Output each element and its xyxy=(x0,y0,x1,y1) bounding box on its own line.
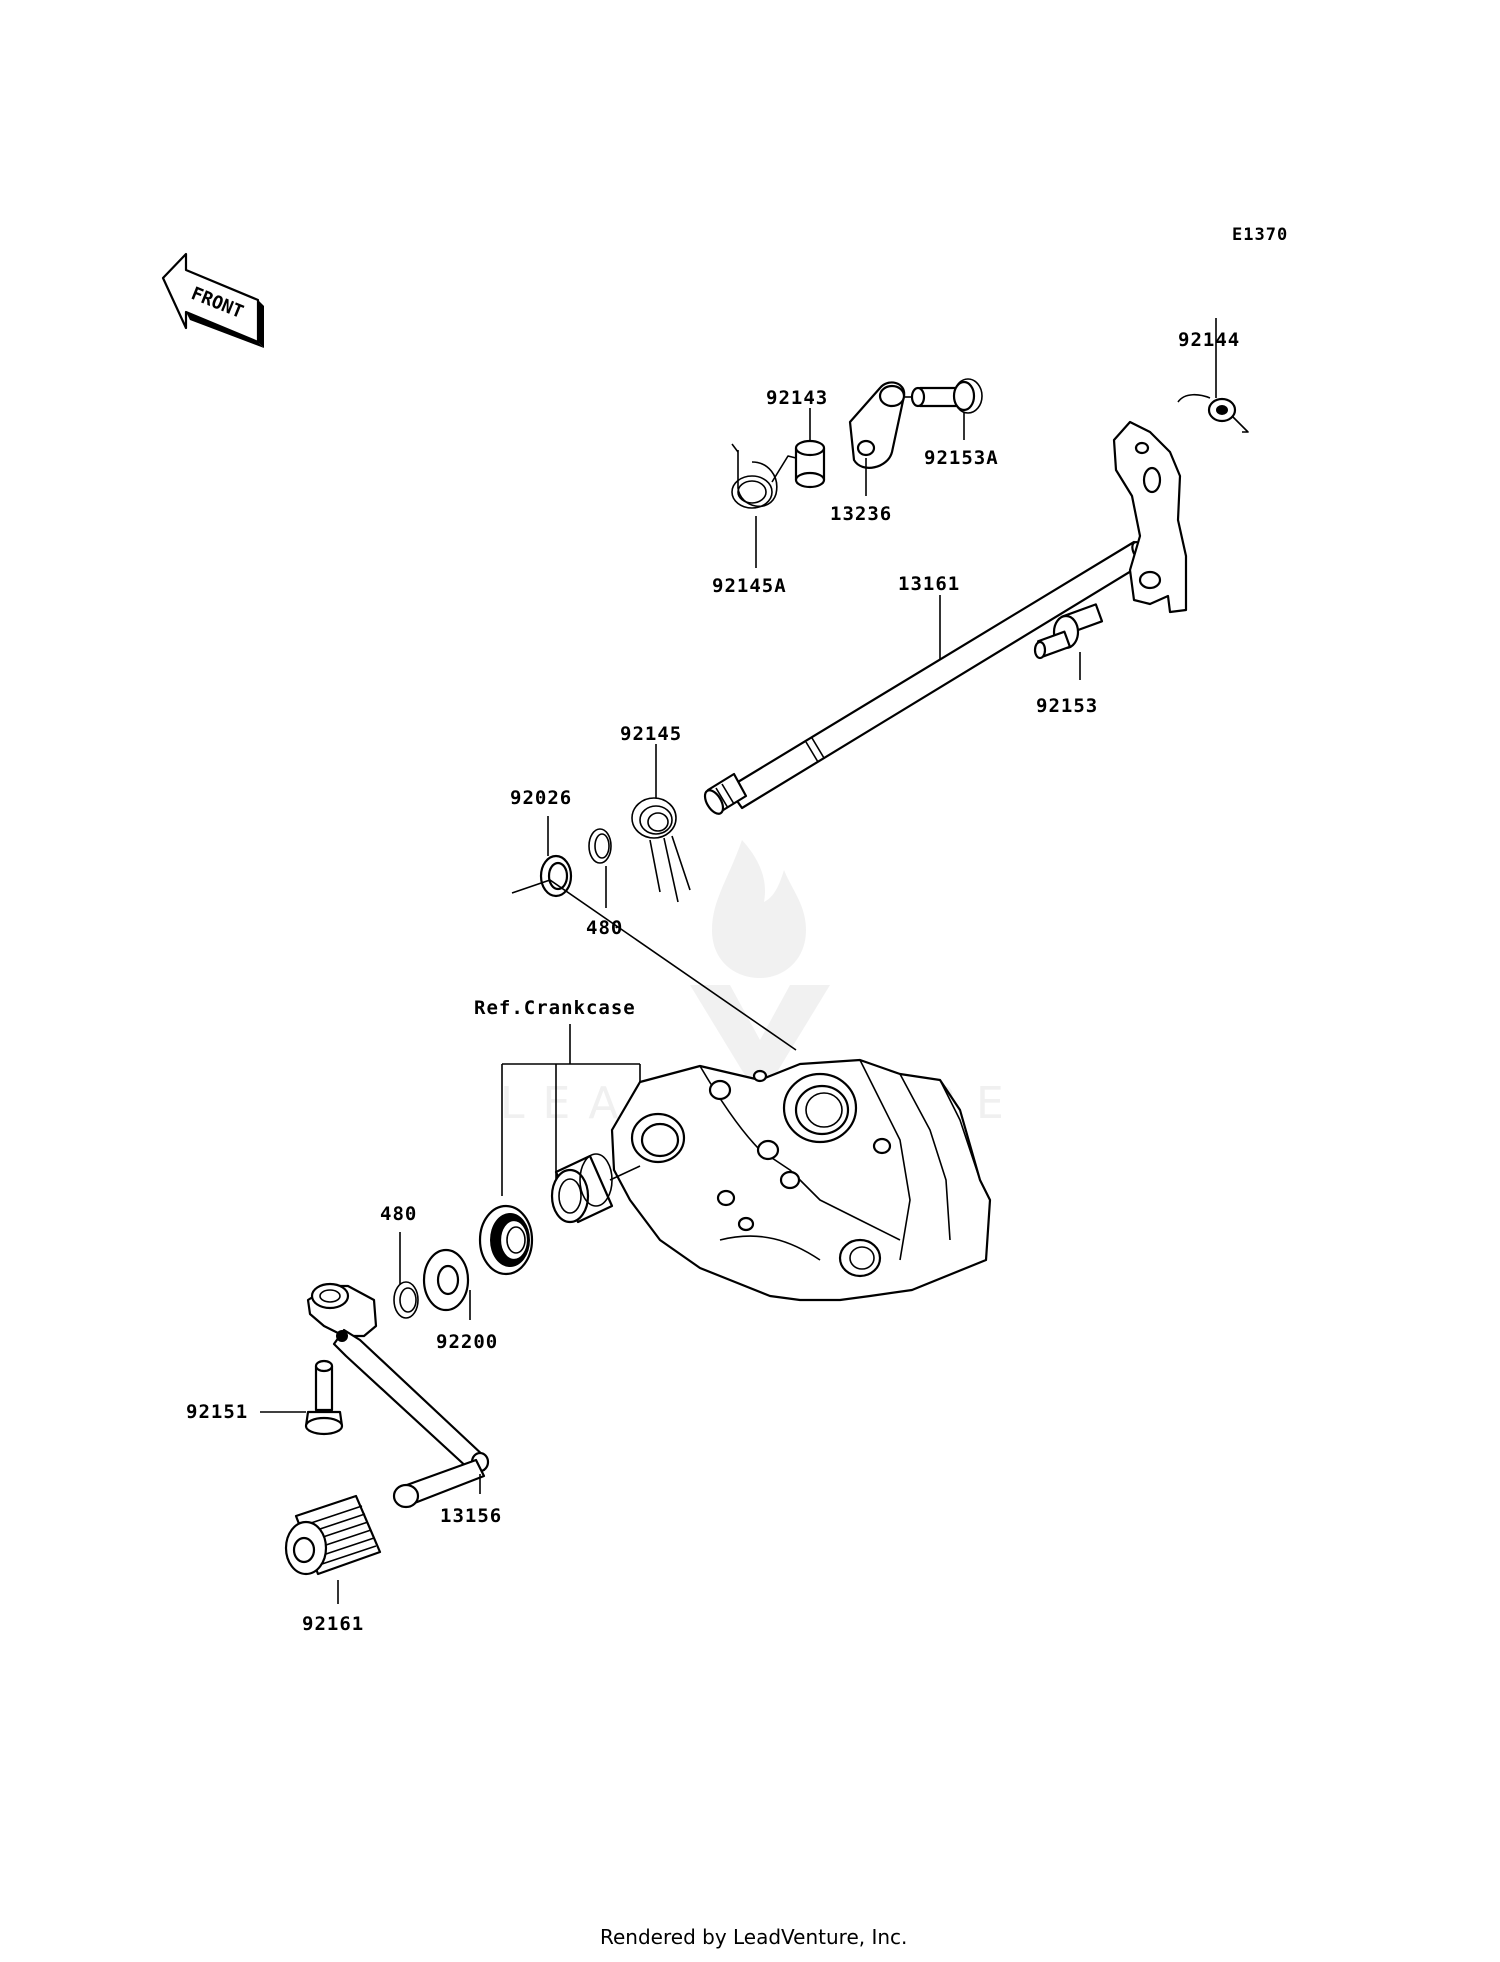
part-label-92143: 92143 xyxy=(766,387,828,409)
circlip-480-lower xyxy=(393,1232,419,1319)
reference-bracket xyxy=(501,1024,641,1196)
spring-92144 xyxy=(1177,318,1249,433)
part-label-92026: 92026 xyxy=(510,787,572,809)
spring-92145 xyxy=(631,744,691,903)
part-label-13236: 13236 xyxy=(830,503,892,525)
footer-credit: Rendered by LeadVenture, Inc. xyxy=(600,1925,907,1949)
needle-bearing xyxy=(550,1153,641,1224)
part-label-92144: 92144 xyxy=(1178,329,1240,351)
leader-92026-crankcase xyxy=(511,879,797,1051)
reference-label: Ref.Crankcase xyxy=(474,997,636,1019)
shift-shaft-13161 xyxy=(703,420,1188,815)
part-label-13161: 13161 xyxy=(898,573,960,595)
diagram-code: E1370 xyxy=(1232,225,1288,245)
part-label-92145a: 92145A xyxy=(712,575,787,597)
part-label-13156: 13156 xyxy=(440,1505,502,1527)
washer-92200 xyxy=(422,1248,471,1320)
part-label-92145: 92145 xyxy=(620,723,682,745)
part-label-92153: 92153 xyxy=(1036,695,1098,717)
front-arrow: FRONT xyxy=(161,252,264,348)
part-label-92151: 92151 xyxy=(186,1401,248,1423)
pedal-rubber-92161 xyxy=(284,1494,382,1604)
stud-bolt-92153 xyxy=(1033,603,1104,680)
bolt-92153a xyxy=(905,378,983,440)
spring-92145a xyxy=(731,443,797,568)
part-label-480-lower: 480 xyxy=(380,1203,417,1225)
oil-seal xyxy=(478,1204,534,1276)
part-label-480-upper: 480 xyxy=(586,917,623,939)
part-label-92200: 92200 xyxy=(436,1331,498,1353)
part-label-92153a: 92153A xyxy=(924,447,999,469)
lever-13236 xyxy=(848,381,906,496)
shift-pedal-13156 xyxy=(306,1282,490,1509)
part-label-92161: 92161 xyxy=(302,1613,364,1635)
bolt-92151 xyxy=(260,1359,344,1436)
circlip-480-upper xyxy=(588,828,612,908)
collar-92143 xyxy=(794,408,826,489)
crankcase-reference xyxy=(610,1058,992,1302)
